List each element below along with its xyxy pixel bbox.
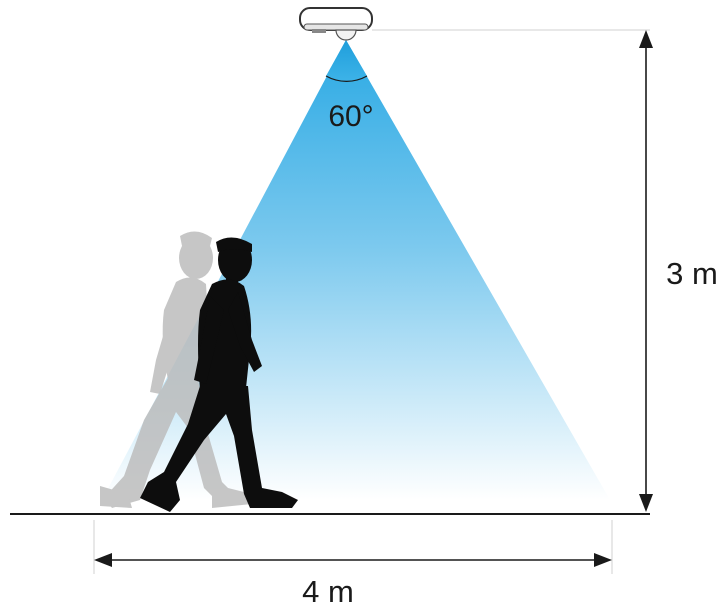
angle-arc: [325, 75, 368, 82]
ceiling-sensor-icon: [299, 7, 373, 41]
angle-label: 60°: [328, 100, 373, 133]
height-dimension: [639, 30, 653, 512]
height-label: 3 m: [666, 256, 718, 291]
width-dimension: [93, 520, 613, 574]
width-label: 4 m: [302, 574, 354, 609]
angle-wedge: [326, 40, 367, 82]
walking-person-icon: [140, 237, 298, 512]
walking-person-ghost-icon: [100, 231, 252, 508]
